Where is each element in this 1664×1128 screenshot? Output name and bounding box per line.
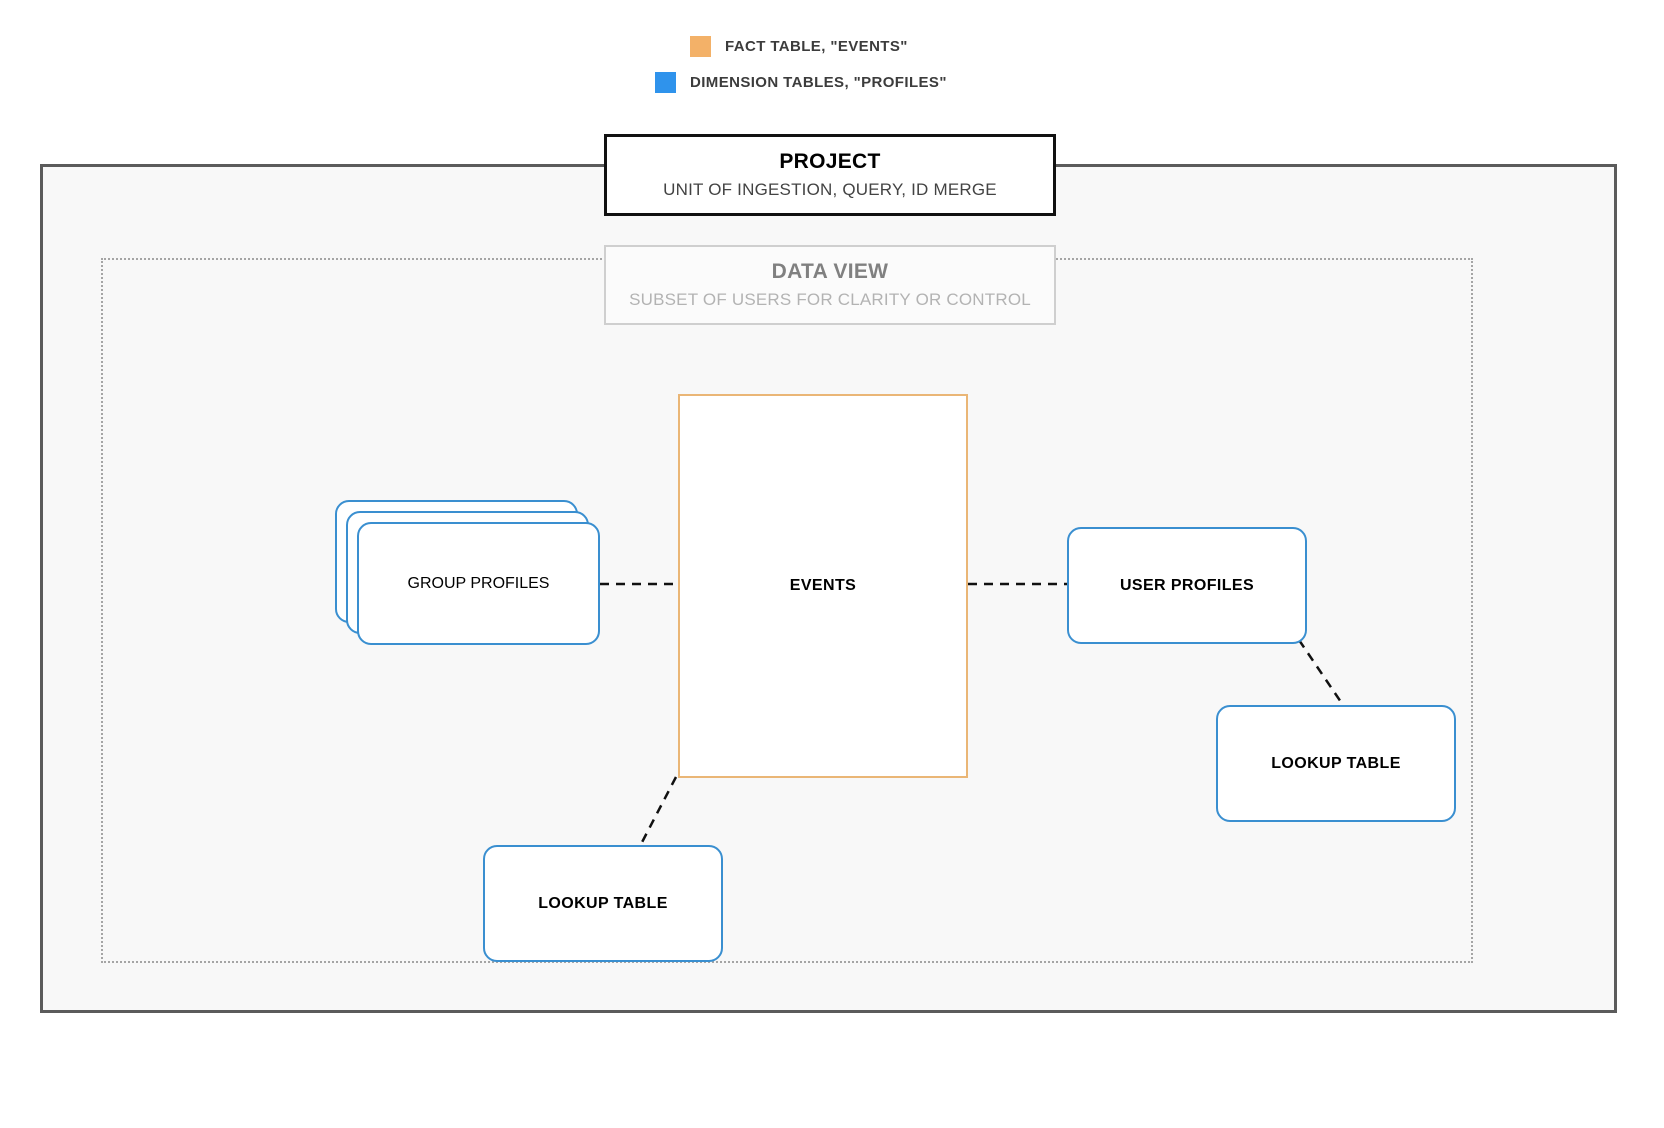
legend-label-fact-table: FACT TABLE, "EVENTS" bbox=[725, 38, 908, 55]
node-lookup-table-right[interactable]: LOOKUP TABLE bbox=[1216, 705, 1456, 822]
node-events-fact-table[interactable]: EVENTS bbox=[678, 394, 968, 778]
project-subtitle: UNIT OF INGESTION, QUERY, ID MERGE bbox=[663, 180, 997, 199]
node-lookup-table-left[interactable]: LOOKUP TABLE bbox=[483, 845, 723, 962]
group-profiles-stack-card-front[interactable]: GROUP PROFILES bbox=[357, 522, 600, 645]
square-swatch-icon bbox=[655, 72, 676, 93]
node-label-user-profiles: USER PROFILES bbox=[1119, 576, 1255, 594]
node-label-lookup-table-right: LOOKUP TABLE bbox=[1271, 754, 1401, 772]
square-swatch-icon bbox=[690, 36, 711, 57]
node-label-events: EVENTS bbox=[789, 577, 857, 594]
legend-item-dimension-tables: DIMENSION TABLES, "PROFILES" bbox=[655, 72, 947, 93]
project-header-box: PROJECT UNIT OF INGESTION, QUERY, ID MER… bbox=[604, 134, 1056, 216]
legend-item-fact-table: FACT TABLE, "EVENTS" bbox=[690, 36, 908, 57]
node-label-lookup-table-left: LOOKUP TABLE bbox=[538, 894, 668, 912]
project-title: PROJECT bbox=[779, 150, 881, 173]
data-view-subtitle: SUBSET OF USERS FOR CLARITY OR CONTROL bbox=[629, 290, 1031, 309]
data-view-header-box: DATA VIEW SUBSET OF USERS FOR CLARITY OR… bbox=[604, 245, 1056, 325]
node-user-profiles[interactable]: USER PROFILES bbox=[1067, 527, 1307, 644]
data-view-title: DATA VIEW bbox=[771, 260, 889, 283]
node-group-profiles-stack[interactable]: GROUP PROFILES bbox=[335, 500, 600, 645]
legend-label-dimension-tables: DIMENSION TABLES, "PROFILES" bbox=[690, 74, 947, 91]
node-label-group-profiles: GROUP PROFILES bbox=[407, 574, 550, 592]
